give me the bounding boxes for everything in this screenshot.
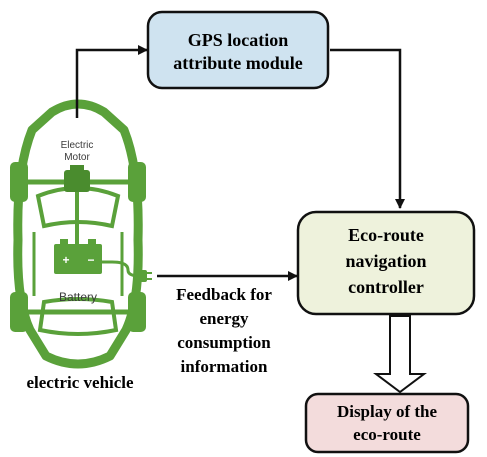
- gps-module-box: [146, 10, 330, 90]
- arrow-gps-to-controller: [330, 48, 405, 209]
- electric-vehicle-illustration: Electric Motor + − Battery electric vehi…: [10, 99, 152, 392]
- eco-controller-label-line3: controller: [348, 277, 424, 297]
- eco-route-display: Display of the eco-route: [304, 392, 470, 454]
- motor-cap: [70, 165, 84, 171]
- battery-icon: [54, 244, 102, 274]
- feedback-line4: information: [181, 357, 268, 376]
- car-windshield: [35, 186, 121, 229]
- display-label-line2: eco-route: [353, 425, 421, 444]
- display-box: [304, 392, 470, 454]
- gps-module-label-line2: attribute module: [173, 53, 303, 73]
- charging-plug-icon: [140, 270, 147, 282]
- rear-right-wheel: [128, 292, 146, 332]
- arrow-vehicle-to-gps: [75, 45, 148, 118]
- electric-motor-icon: [64, 170, 90, 192]
- eco-controller-label-line2: navigation: [345, 251, 426, 271]
- battery-terminal-right: [88, 239, 96, 245]
- motor-label-line1: Electric: [61, 140, 94, 151]
- battery-label: Battery: [59, 290, 97, 304]
- battery-plus-sign: +: [62, 253, 69, 267]
- rear-left-wheel: [10, 292, 28, 332]
- car-body-outline: [13, 99, 143, 369]
- gps-location-module: GPS location attribute module: [146, 10, 330, 90]
- feedback-line2: energy: [199, 309, 249, 328]
- battery-minus-sign: −: [87, 253, 94, 267]
- arrow-controller-to-display: [373, 315, 427, 394]
- feedback-line3: consumption: [177, 333, 271, 352]
- gps-module-label-line1: GPS location: [188, 30, 289, 50]
- electric-vehicle-caption: electric vehicle: [26, 373, 134, 392]
- front-right-wheel: [128, 162, 146, 202]
- car-rear-window: [37, 297, 119, 336]
- battery-terminal-left: [60, 239, 68, 245]
- charging-cable: [102, 260, 141, 278]
- eco-controller-label-line1: Eco-route: [348, 225, 424, 245]
- front-left-wheel: [10, 162, 28, 202]
- display-label-line1: Display of the: [337, 402, 438, 421]
- feedback-annotation: Feedback for energy consumption informat…: [176, 285, 272, 376]
- eco-controller-box: [296, 210, 476, 316]
- motor-label-line2: Motor: [64, 152, 90, 163]
- eco-route-controller: Eco-route navigation controller: [296, 210, 476, 316]
- feedback-line1: Feedback for: [176, 285, 272, 304]
